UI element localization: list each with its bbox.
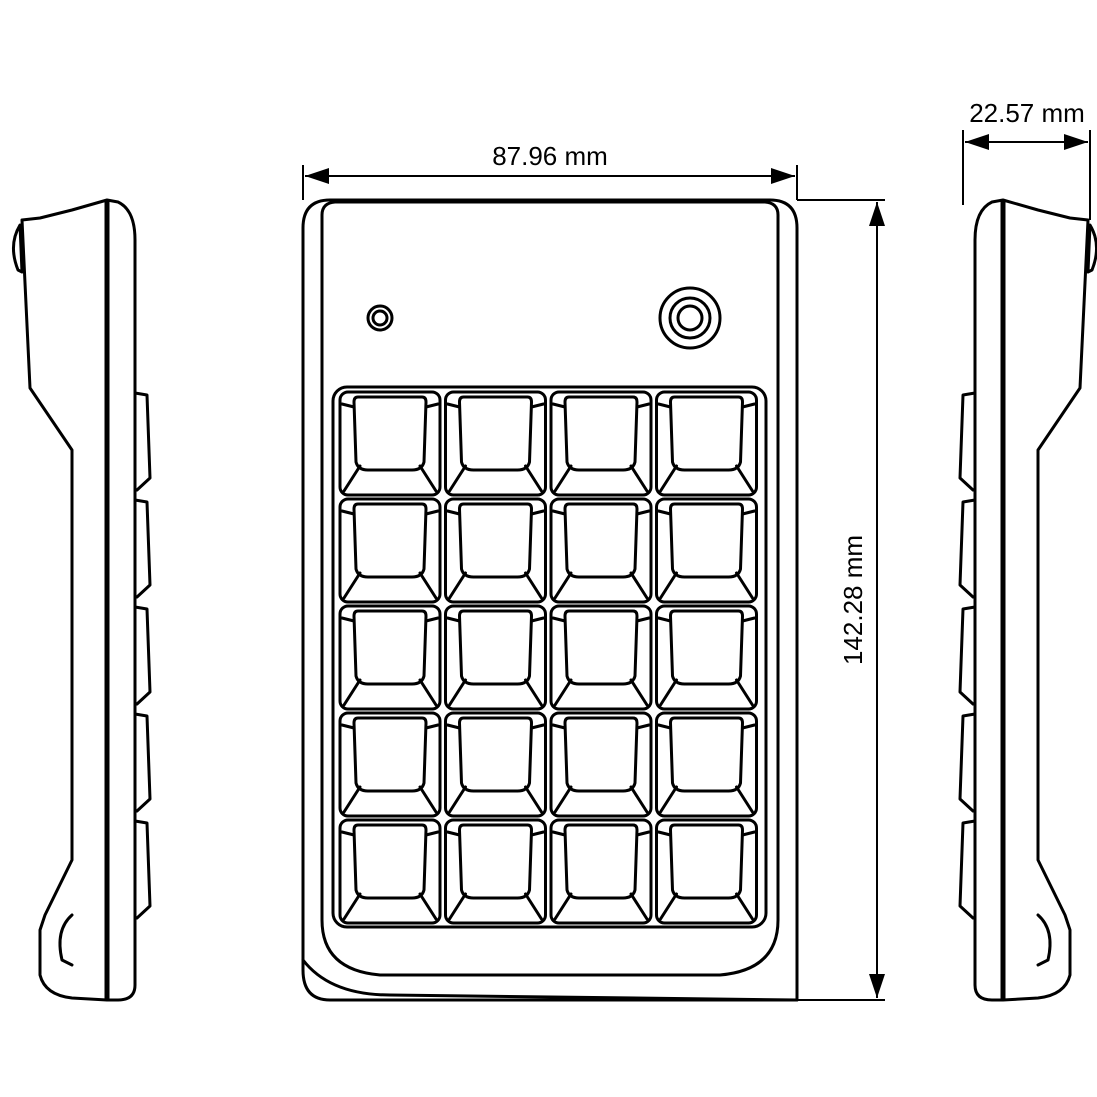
key-2[interactable] [444,390,547,497]
key-8[interactable] [655,497,758,604]
key-5[interactable] [338,497,442,604]
right-side-view [960,200,1097,1000]
inner-panel [320,200,780,977]
key-11[interactable] [549,604,653,711]
key-20[interactable] [655,818,758,925]
key-3[interactable] [549,390,653,497]
key-1[interactable] [338,390,442,497]
key-6[interactable] [444,497,547,604]
key-15[interactable] [549,711,653,818]
key-12[interactable] [655,604,758,711]
front-view [301,198,799,1002]
left-side-view [13,200,150,1000]
depth-dimension: 22.57 mm [962,98,1091,220]
key-9[interactable] [338,604,442,711]
key-4[interactable] [655,390,758,497]
key-13[interactable] [338,711,442,818]
key-grid [338,390,758,925]
key-7[interactable] [549,497,653,604]
key-18[interactable] [444,818,547,925]
key-19[interactable] [549,818,653,925]
key-16[interactable] [655,711,758,818]
width-label: 87.96 mm [492,141,608,171]
height-label: 142.28 mm [838,535,868,665]
rotary-knob [658,286,722,350]
key-10[interactable] [444,604,547,711]
led-indicator [366,304,394,332]
key-17[interactable] [338,818,442,925]
depth-label: 22.57 mm [969,98,1085,128]
outer-body [301,198,799,1002]
width-dimension: 87.96 mm [302,141,798,200]
height-dimension: 142.28 mm [797,199,885,1001]
key-14[interactable] [444,711,547,818]
keypad-frame [331,385,768,929]
